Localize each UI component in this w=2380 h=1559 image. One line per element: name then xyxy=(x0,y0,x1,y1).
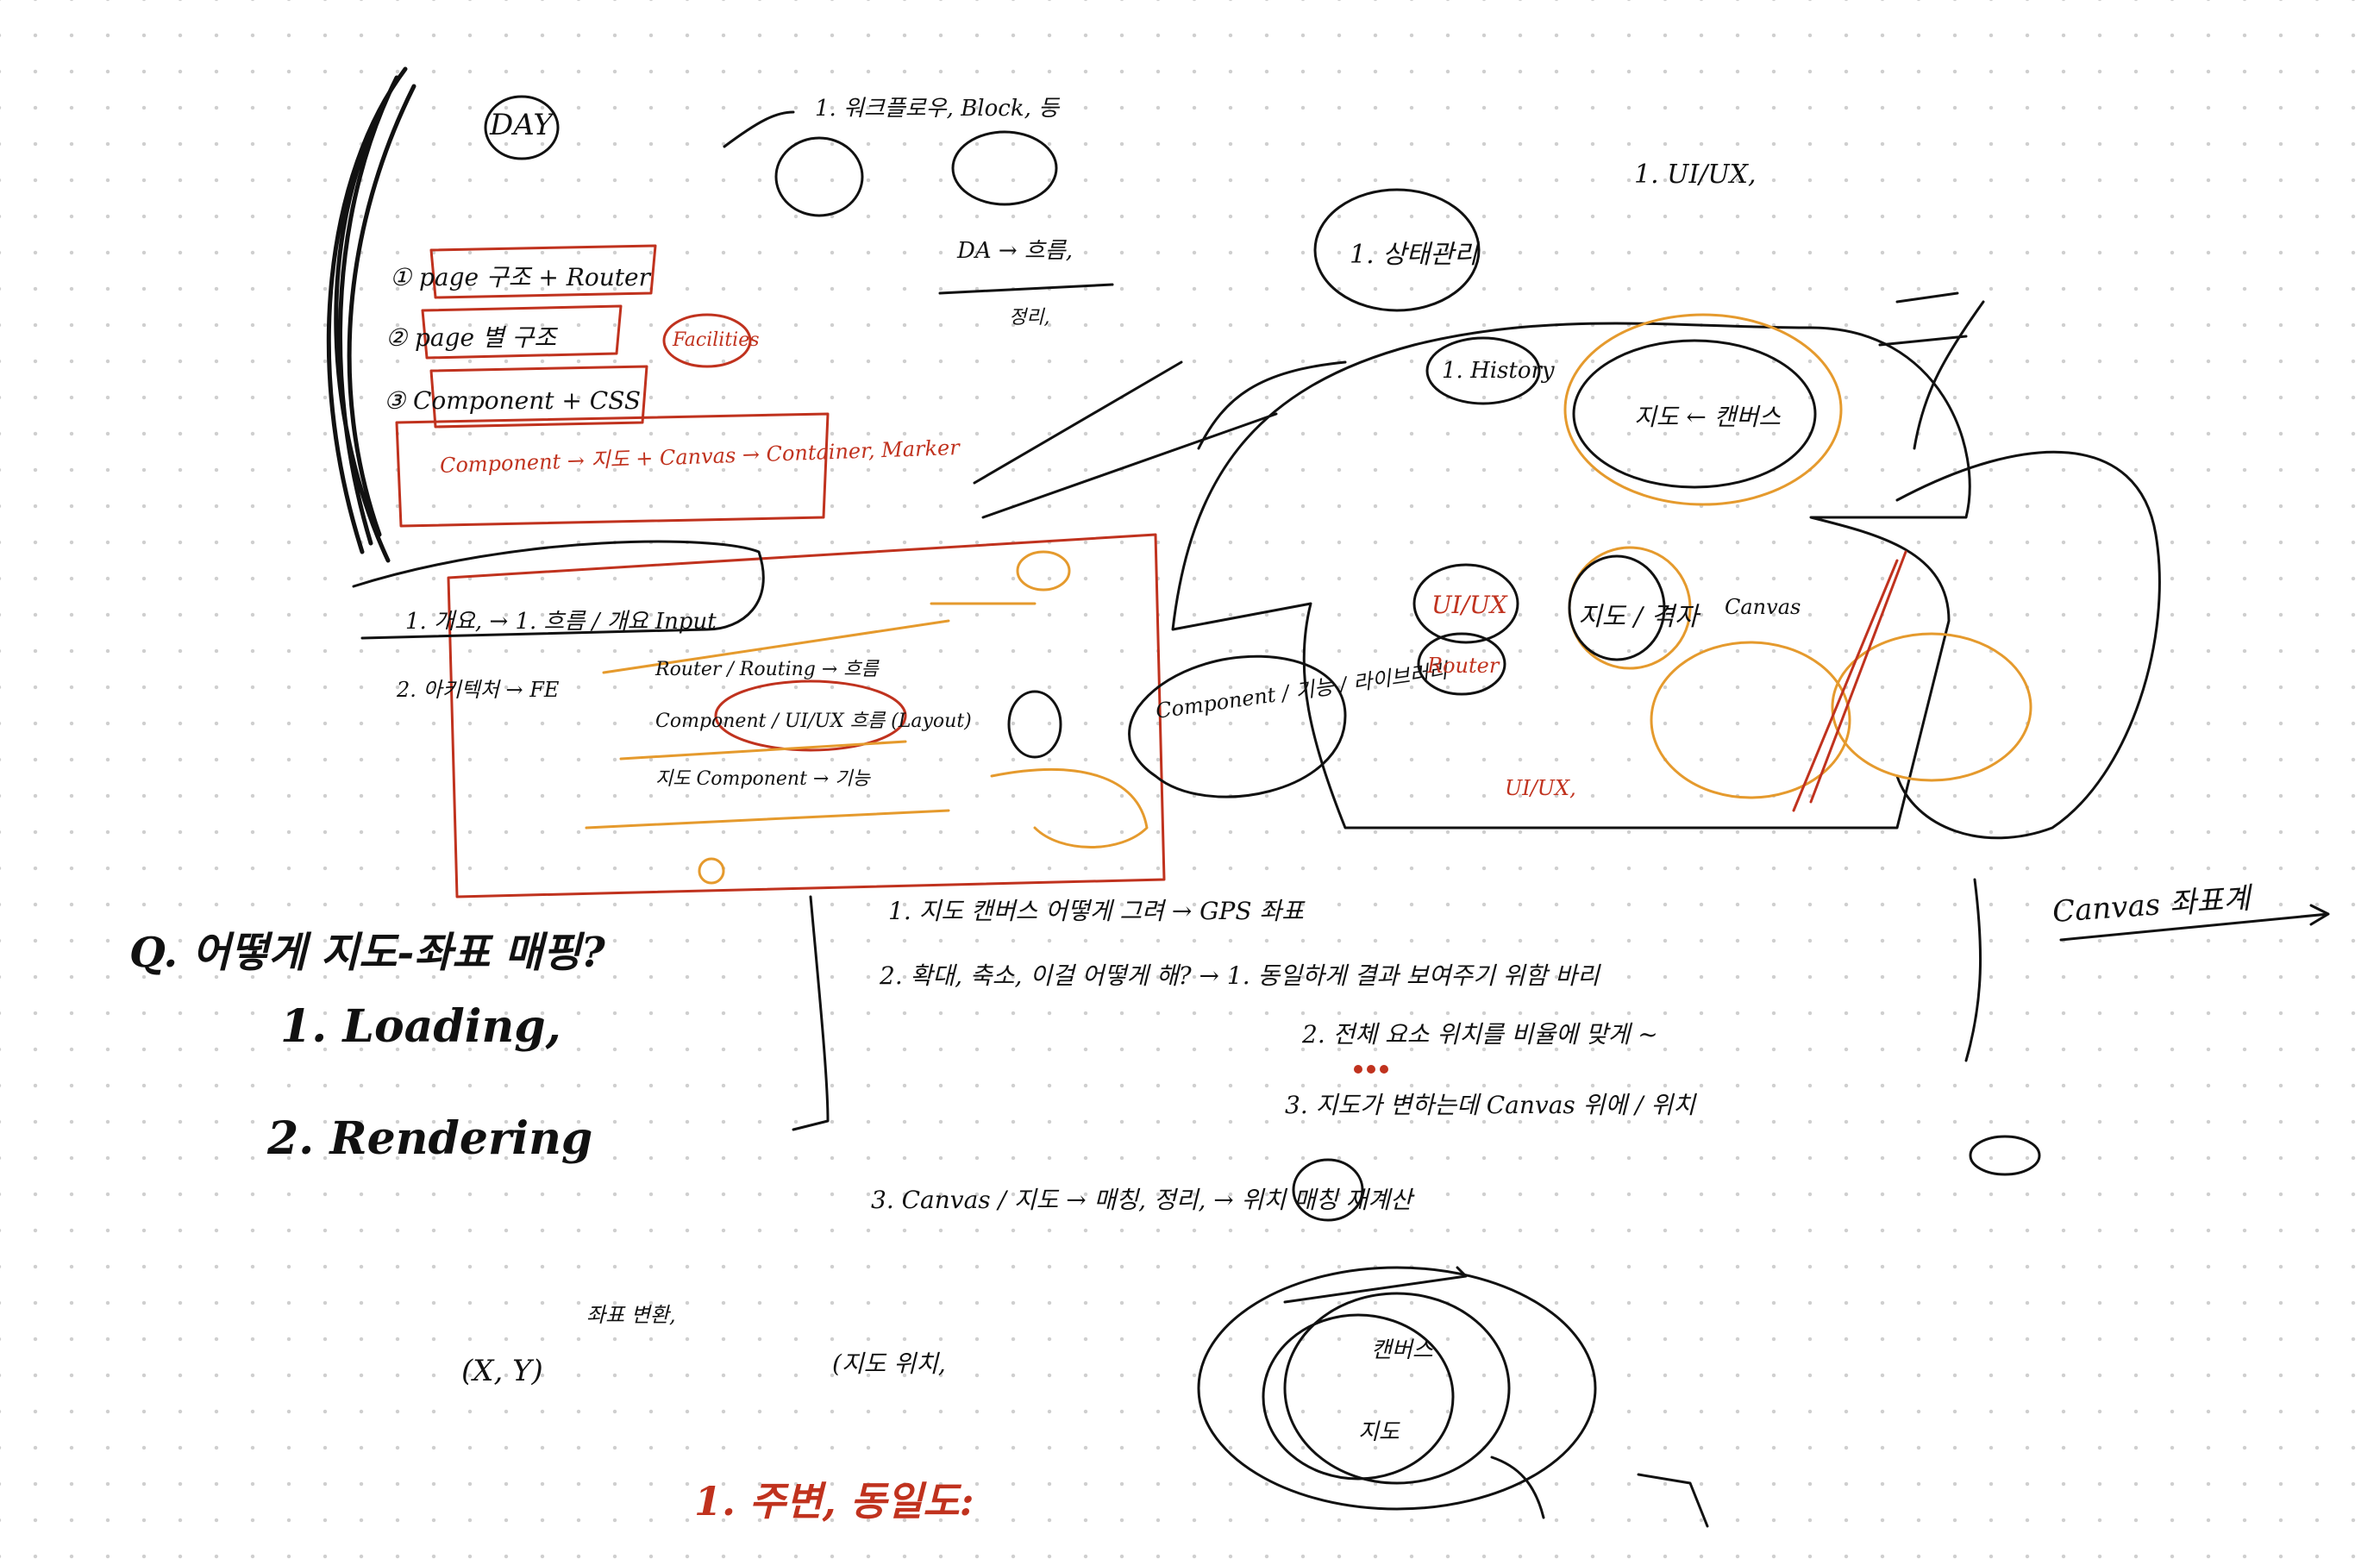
red-box-2 xyxy=(421,304,623,360)
day-label: DAY xyxy=(490,108,553,142)
router-oval xyxy=(1417,632,1506,696)
router-bubble-label: Router xyxy=(1427,654,1500,678)
orbit-arrow xyxy=(1283,1266,1468,1304)
facilities-circle xyxy=(662,313,752,368)
top-center-2: DA → 흐름, xyxy=(957,238,1074,264)
orange-bubble-right xyxy=(1831,632,2032,782)
uiux-red-label: UI/UX, xyxy=(1505,776,1576,800)
top-center-1: 1. 워크플로우, Block, 등 xyxy=(815,96,1060,122)
orange-bubble-left xyxy=(1650,641,1851,799)
bottom-mark-2 xyxy=(1490,1456,1545,1519)
map-canvas-label: 지도 ← 캔버스 xyxy=(1634,403,1782,431)
top-center-3: 정리, xyxy=(1009,307,1050,329)
interview-2: 2. 아키텍처 → FE xyxy=(397,678,560,702)
red-diagonal xyxy=(1792,550,1907,812)
scribble-stroke xyxy=(326,66,416,563)
answer-loading: 1. Loading, xyxy=(280,1000,561,1053)
central-outline xyxy=(1171,322,1971,830)
red-box-1 xyxy=(429,244,657,299)
fe-item-3: 지도 Component → 기능 xyxy=(655,768,870,790)
bottom-mark-1 xyxy=(1637,1473,1709,1528)
component-bubble xyxy=(1128,654,1347,798)
orange-small-circle xyxy=(1016,550,1071,592)
bottom-small-oval xyxy=(1969,1135,2041,1176)
list-item-3: ③ Component + CSS xyxy=(384,386,642,415)
bottom-coords-note: 좌표 변환, xyxy=(586,1303,676,1327)
map-canvas-black xyxy=(1572,339,1817,489)
red-dot-1 xyxy=(1354,1065,1362,1074)
orbit-label-canvas: 캔버스 xyxy=(1371,1337,1433,1363)
fe-item-1: Router / Routing → 흐름 xyxy=(655,659,879,680)
question-heading: Q. 어떻게 지도-좌표 매핑? xyxy=(129,929,605,977)
red-dot-2 xyxy=(1367,1065,1375,1074)
top-line-1 xyxy=(938,283,1114,295)
red-box-4 xyxy=(395,412,830,528)
canvas-flow-2: 2. 확대, 축소, 이걸 어떻게 해? → 1. 동일하게 결과 보여주기 위… xyxy=(880,961,1600,990)
right-region xyxy=(1895,450,2161,840)
orbit-inner xyxy=(1262,1313,1455,1481)
state-bubble xyxy=(1313,188,1481,312)
right-flag-strokes xyxy=(1878,291,1985,450)
top-circle-2 xyxy=(951,130,1058,206)
top-circle-1 xyxy=(774,136,864,217)
facilities-label: Facilities xyxy=(673,329,760,351)
bottom-red-heading: 1. 주변, 동일도: xyxy=(694,1478,974,1525)
orange-path-1 xyxy=(585,602,1037,830)
top-arrow-1 xyxy=(723,110,795,148)
orbit-outer xyxy=(1197,1266,1597,1511)
map-canvas-orange xyxy=(1563,313,1843,506)
uiux-bubble-label: UI/UX xyxy=(1431,591,1507,619)
list-item-1: ① page 구조 + Router xyxy=(390,263,650,291)
red-frame xyxy=(447,533,1166,898)
fe-item-2: Component / UI/UX 흐름 (Layout) xyxy=(655,711,972,732)
orbit-label-map: 지도 xyxy=(1358,1419,1400,1445)
bracket-left xyxy=(792,895,830,1131)
red-dot-3 xyxy=(1380,1065,1388,1074)
layout-oval xyxy=(714,679,907,752)
interview-1: 1. 개요, → 1. 흐름 / 개요 Input xyxy=(405,609,717,635)
orbit-middle xyxy=(1283,1292,1511,1485)
uiux-oval xyxy=(1412,563,1519,644)
answer-rendering: 2. Rendering xyxy=(267,1112,593,1165)
canvas-flow-3: 2. 전체 요소 위치를 비율에 맞게 ~ xyxy=(1302,1020,1658,1049)
network-line-1 xyxy=(973,360,1347,519)
canvas-flow-5: 3. Canvas / 지도 → 매칭, 정리, → 위치 매칭 재계산 xyxy=(871,1186,1412,1214)
bottom-coords: (X, Y) xyxy=(461,1354,543,1388)
day-circle xyxy=(484,95,560,160)
orange-small-circle-2 xyxy=(698,857,725,885)
component-small xyxy=(1007,690,1062,759)
interview-box xyxy=(352,540,765,640)
bottom-map-point: (지도 위치, xyxy=(832,1349,946,1378)
map-grid-oval-inner xyxy=(1568,554,1666,661)
history-bubble-label: 1. History xyxy=(1442,358,1555,384)
right-top-label: 1. UI/UX, xyxy=(1634,160,1757,190)
clearing-circle xyxy=(1292,1158,1364,1222)
canvas-bubble-label: Canvas xyxy=(1725,595,1801,619)
canvas-flow-4: 3. 지도가 변하는데 Canvas 위에 / 위치 xyxy=(1285,1091,1695,1119)
history-bubble xyxy=(1425,336,1541,405)
map-grid-label: 지도 / 격자 xyxy=(1578,602,1699,632)
canvas-flow-1: 1. 지도 캔버스 어떻게 그려 → GPS 좌표 xyxy=(888,897,1304,925)
red-box-3 xyxy=(429,365,648,429)
orange-path-2 xyxy=(990,768,1149,848)
list-item-2: ② page 별 구조 xyxy=(385,323,557,352)
bracket-right xyxy=(1964,878,1982,1062)
state-bubble-label: 1. 상태관리 xyxy=(1350,240,1478,270)
canvas-note-arrow xyxy=(2059,904,2330,942)
